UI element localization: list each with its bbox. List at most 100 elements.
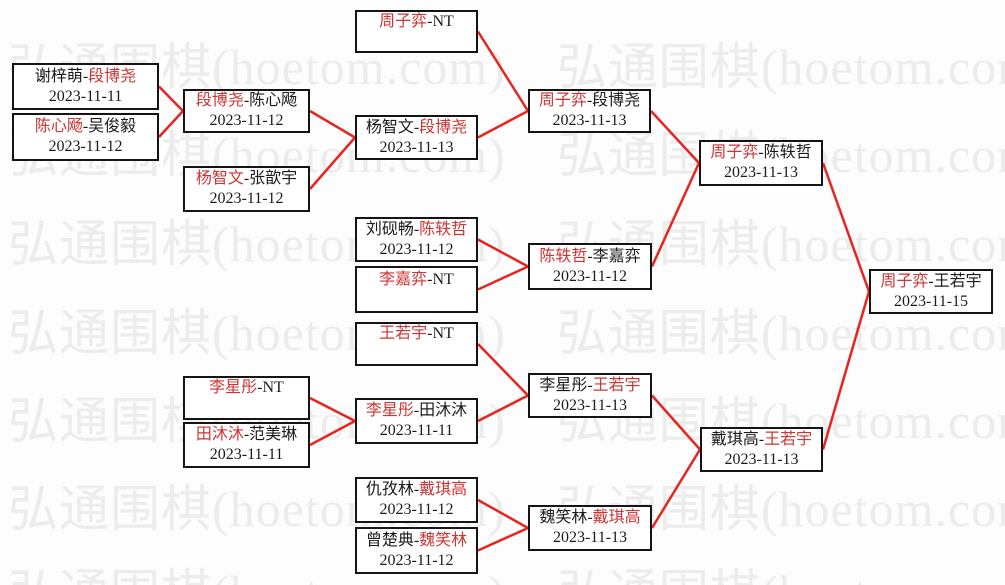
connector-line — [477, 394, 529, 423]
player-name: NT — [262, 379, 284, 396]
match-players: 刘砚畅-陈轶哲 — [366, 220, 467, 240]
player-name: 吴俊毅 — [88, 118, 137, 135]
match-players: 杨智文-段博尧 — [366, 118, 467, 138]
player-name: 李星彤 — [539, 376, 588, 394]
match-date: 2023-11-12 — [379, 501, 454, 518]
match-players: 戴琪高-王若宇 — [711, 430, 812, 450]
vs-dash: - — [413, 402, 420, 419]
match-date: 2023-11-11 — [209, 446, 284, 463]
match-box-m5: 周子弈-NT — [355, 10, 478, 53]
vs-dash: - — [413, 531, 420, 549]
connector-line — [477, 109, 529, 139]
player-name: 周子弈 — [379, 13, 428, 30]
connector-line — [477, 265, 529, 291]
player-name: 李星彤 — [209, 379, 258, 396]
player-name: 刘砚畅 — [365, 220, 414, 238]
player-name: 谢梓萌 — [34, 67, 83, 85]
match-date: 2023-11-12 — [209, 190, 284, 207]
player-name: 王若宇 — [764, 430, 813, 448]
match-date: 2023-11-13 — [552, 112, 627, 129]
connector-line — [651, 394, 701, 451]
player-name: 李嘉弈 — [592, 247, 641, 265]
connector-line — [477, 343, 529, 397]
match-players: 李嘉弈-NT — [379, 270, 454, 290]
match-players: 周子弈-陈轶哲 — [710, 143, 811, 163]
match-players: 李星彤-王若宇 — [539, 376, 640, 396]
match-date: 2023-11-13 — [379, 138, 454, 156]
connector-line — [158, 85, 184, 112]
vs-dash: - — [413, 220, 420, 238]
player-name: 张歆宇 — [249, 170, 298, 187]
match-date: 2023-11-13 — [552, 396, 628, 414]
vs-dash: - — [243, 170, 250, 187]
connector-line — [477, 498, 529, 530]
player-name: 戴琪高 — [710, 430, 759, 448]
connector-line — [477, 238, 529, 268]
player-name: 王若宇 — [592, 376, 641, 394]
match-date: 2023-11-13 — [724, 450, 799, 468]
match-box-m9: 李嘉弈-NT — [355, 266, 478, 313]
match-date: 2023-11-12 — [209, 112, 284, 129]
player-name: 周子弈 — [538, 92, 587, 109]
player-name: 陈轶哲 — [539, 247, 588, 265]
connector-line — [477, 526, 529, 552]
vs-dash: - — [257, 379, 263, 396]
player-name: 杨智文 — [195, 170, 244, 187]
match-players: 李星彤-NT — [209, 378, 284, 398]
watermark-row: 弘通围棋(hoetom.com) 弘通围棋(hoetom.com) — [8, 305, 1005, 361]
player-name: NT — [432, 13, 454, 30]
vs-dash: - — [587, 247, 593, 265]
watermark-row: 弘通围棋(hoetom.com) 弘通围棋(hoetom.com) — [8, 568, 1005, 585]
match-date: 2023-11-12 — [379, 551, 454, 569]
connector-line — [650, 448, 702, 529]
match-players: 周子弈-NT — [379, 12, 454, 32]
match-date: 2023-11-12 — [379, 240, 454, 258]
match-players: 谢梓萌-段博尧 — [35, 67, 136, 87]
player-name: 王若宇 — [933, 272, 982, 290]
connector-line — [476, 30, 530, 112]
match-date: 2023-11-15 — [893, 292, 969, 310]
match-players: 周子弈-王若宇 — [880, 272, 981, 292]
player-name: 陈心飏 — [249, 92, 298, 109]
player-name: 仇孜林 — [365, 481, 414, 498]
vs-dash: - — [243, 426, 250, 443]
vs-dash: - — [82, 67, 89, 85]
vs-dash: - — [82, 118, 89, 135]
player-name: 段博尧 — [195, 92, 244, 109]
match-players: 李星彤-田沐沐 — [366, 401, 467, 421]
vs-dash: - — [587, 376, 593, 394]
player-name: 段博尧 — [88, 67, 137, 85]
vs-dash: - — [243, 92, 250, 109]
player-name: 戴琪高 — [419, 481, 468, 498]
player-name: 段博尧 — [419, 118, 468, 136]
match-players: 田沐沐-范美琳 — [196, 425, 297, 445]
connector-line — [650, 162, 701, 268]
player-name: 周子弈 — [710, 144, 759, 161]
vs-dash: - — [587, 509, 593, 526]
player-name: 魏笑林 — [419, 531, 468, 549]
match-date: 2023-11-11 — [48, 87, 123, 105]
match-players: 陈心飏-吴俊毅 — [35, 117, 136, 137]
player-name: 戴琪高 — [592, 509, 641, 526]
match-date: 2023-11-12 — [48, 138, 123, 155]
vs-dash: - — [413, 118, 420, 136]
vs-dash: - — [427, 13, 433, 30]
watermark-row: 弘通围棋(hoetom.com) 弘通围棋(hoetom.com) — [8, 216, 1005, 272]
player-name: 范美琳 — [249, 426, 298, 443]
player-name: 陈心飏 — [34, 118, 83, 135]
vs-dash: - — [427, 325, 433, 342]
match-date: 2023-11-13 — [552, 529, 628, 546]
match-players: 魏笑林-戴琪高 — [539, 508, 640, 528]
player-name: 魏笑林 — [539, 509, 588, 526]
